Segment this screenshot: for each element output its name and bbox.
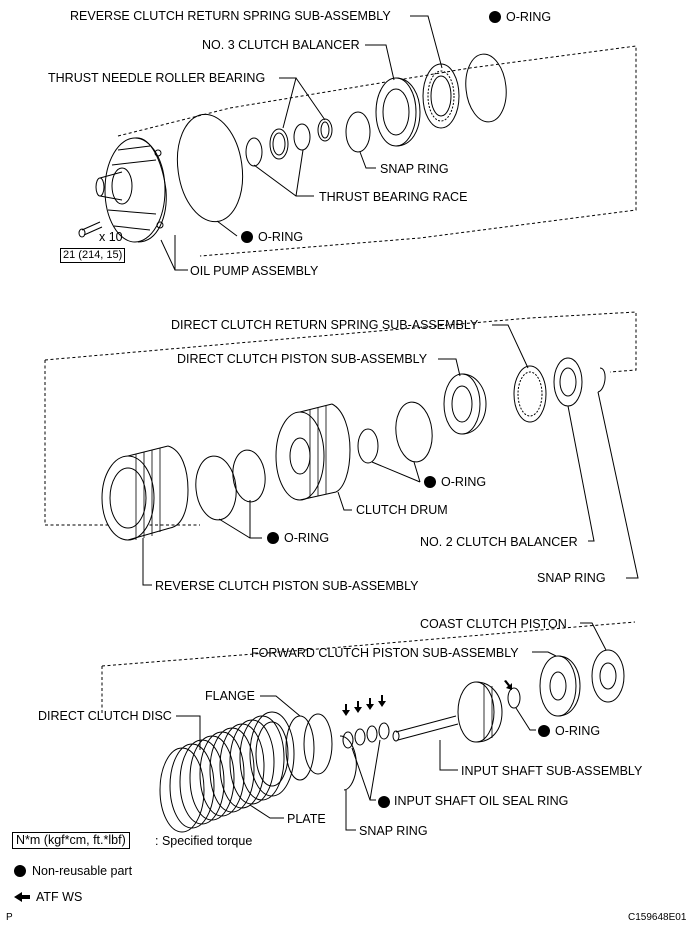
label-plate: PLATE xyxy=(287,812,326,826)
section1-outline xyxy=(117,45,637,257)
drum-oring-1 xyxy=(357,428,379,464)
label-no3-clutch-balancer: NO. 3 CLUTCH BALANCER xyxy=(202,38,360,52)
page-marker: P xyxy=(6,912,13,923)
label-input-shaft: INPUT SHAFT SUB-ASSEMBLY xyxy=(461,764,643,778)
seal-ring-2 xyxy=(354,728,366,746)
label-clutch-drum: CLUTCH DRUM xyxy=(356,503,448,517)
bearing-1 xyxy=(269,128,289,160)
label-thrust-needle-roller-bearing: THRUST NEEDLE ROLLER BEARING xyxy=(48,71,266,85)
no3-balancer-shape xyxy=(375,77,421,147)
label-thrust-bearing-race: THRUST BEARING RACE xyxy=(319,190,468,204)
race-1 xyxy=(245,137,263,167)
non-reusable-dot xyxy=(424,476,436,488)
label-reverse-clutch-return-spring: REVERSE CLUTCH RETURN SPRING SUB-ASSEMBL… xyxy=(70,9,391,23)
rev-oring-2 xyxy=(232,449,266,503)
flange-shape xyxy=(285,715,315,781)
label-coast-clutch-piston: COAST CLUTCH PISTON xyxy=(420,617,567,631)
label-snap-ring-bottom: SNAP RING xyxy=(359,824,428,838)
non-reusable-dot xyxy=(378,796,390,808)
label-oring-reverse: O-RING xyxy=(284,531,330,545)
label-bolt-count: x 10 xyxy=(99,230,123,244)
oring-top-shape xyxy=(465,53,507,123)
label-reverse-clutch-piston: REVERSE CLUTCH PISTON SUB-ASSEMBLY xyxy=(155,579,419,593)
legend-non-reusable: Non-reusable part xyxy=(32,864,133,878)
label-direct-clutch-return-spring: DIRECT CLUTCH RETURN SPRING SUB-ASSEMBLY xyxy=(171,318,479,332)
label-direct-clutch-disc: DIRECT CLUTCH DISC xyxy=(38,709,172,723)
section3-outline xyxy=(101,621,636,715)
seal-ring-4 xyxy=(378,722,390,740)
label-flange: FLANGE xyxy=(205,689,256,703)
section2-outline xyxy=(44,311,637,526)
label-oring-input: O-RING xyxy=(555,724,601,738)
non-reusable-dot xyxy=(241,231,253,243)
label-oring-pump: O-RING xyxy=(258,230,304,244)
snap-ring-top-shape xyxy=(345,111,371,153)
legend-atf: ATF WS xyxy=(36,890,83,904)
rev-oring-1 xyxy=(195,455,237,521)
label-oring-drum: O-RING xyxy=(441,475,487,489)
figure-code: C159648E01 xyxy=(628,912,687,923)
input-oring-shape xyxy=(507,687,521,709)
label-input-shaft-oil-seal-ring: INPUT SHAFT OIL SEAL RING xyxy=(394,794,569,808)
no2-balancer-shape xyxy=(553,357,583,407)
direct-piston-shape xyxy=(443,373,487,435)
legend-torque-desc: : Specified torque xyxy=(155,834,253,848)
coast-piston-shape xyxy=(591,649,625,703)
reverse-return-spring-shape xyxy=(422,63,460,129)
clutch-drum-shape xyxy=(275,403,351,501)
label-no2-clutch-balancer: NO. 2 CLUTCH BALANCER xyxy=(420,535,578,549)
pump-oring-shape xyxy=(176,113,244,223)
clutch-pack-shape xyxy=(159,711,295,833)
snap-ring-mid-shape xyxy=(597,367,606,393)
label-forward-clutch-piston: FORWARD CLUTCH PISTON SUB-ASSEMBLY xyxy=(251,646,519,660)
label-direct-clutch-piston: DIRECT CLUTCH PISTON SUB-ASSEMBLY xyxy=(177,352,428,366)
atf-arrows xyxy=(14,680,512,902)
label-oil-pump-assembly: OIL PUMP ASSEMBLY xyxy=(190,264,319,278)
seal-ring-3 xyxy=(366,725,378,743)
reverse-piston-shape xyxy=(101,445,189,541)
bearing-2 xyxy=(317,118,333,142)
non-reusable-dot xyxy=(489,11,501,23)
legend-torque-unit: N*m (kgf*cm, ft.*lbf) xyxy=(12,832,130,849)
snap-ring-bottom-shape xyxy=(339,735,357,791)
pump-bolt xyxy=(78,221,103,238)
label-snap-ring-top: SNAP RING xyxy=(380,162,449,176)
torque-box: 21 (214, 15) xyxy=(60,248,126,263)
flange-ring xyxy=(303,713,333,775)
race-2 xyxy=(293,123,311,151)
legend-non-reusable-dot xyxy=(14,865,26,877)
non-reusable-dot xyxy=(267,532,279,544)
label-oring-top: O-RING xyxy=(506,10,552,24)
input-shaft-shape xyxy=(392,681,503,743)
oil-pump-body xyxy=(95,137,167,243)
non-reusable-dot xyxy=(538,725,550,737)
label-snap-ring-mid: SNAP RING xyxy=(537,571,606,585)
direct-return-spring-shape xyxy=(513,365,547,423)
drum-oring-2 xyxy=(395,401,433,463)
seal-ring-1 xyxy=(342,731,354,749)
forward-piston-shape xyxy=(539,655,581,717)
